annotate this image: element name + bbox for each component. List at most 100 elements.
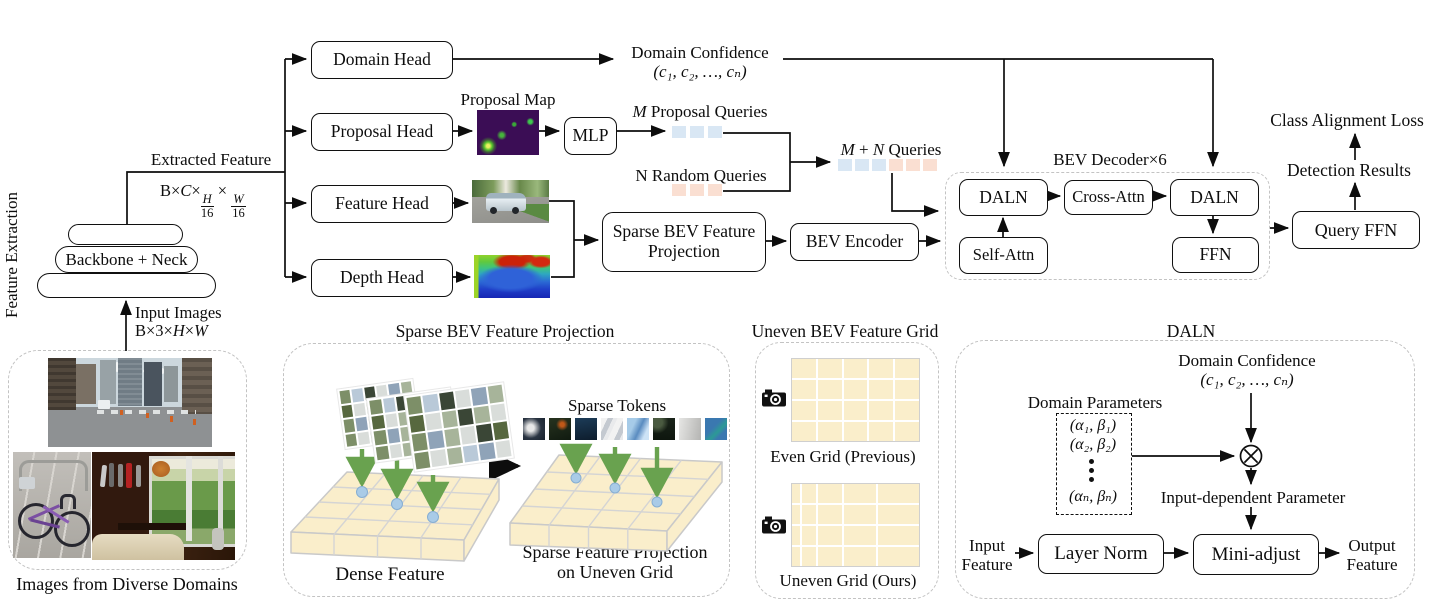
camera-icon xyxy=(762,516,786,534)
mn-queries-label: M + N Queries xyxy=(840,140,942,159)
sparse-token xyxy=(705,418,727,440)
domain-param-entry: (α₂, β₂) xyxy=(1069,436,1117,453)
input-dependent-parameter-label: Input-dependent Parameter xyxy=(1160,488,1346,507)
domain-param-entry: (α₁, β₁) xyxy=(1069,417,1117,434)
traffic-cone xyxy=(170,416,173,422)
sparse-token xyxy=(523,418,545,440)
sparse-token xyxy=(627,418,649,440)
domain-head-box: Domain Head xyxy=(311,41,453,79)
daln-panel xyxy=(955,340,1415,599)
self-attn-box: Self-Attn xyxy=(959,237,1048,274)
table-shape xyxy=(117,523,187,531)
building-shape xyxy=(182,358,212,414)
daln-domain-confidence-label: Domain Confidence(c₁, c₂, …, cₙ) xyxy=(1178,351,1316,390)
n-random-queries-label: N Random Queries xyxy=(635,166,767,185)
extracted-feature-label: Extracted Feature xyxy=(150,150,272,169)
bike-wheel xyxy=(17,502,54,539)
input-images-label: Input Images B×3×H×W xyxy=(135,303,222,341)
feature-extraction-label: Feature Extraction xyxy=(2,191,21,319)
proposal-map-label: Proposal Map xyxy=(460,90,556,109)
mlp-box: MLP xyxy=(564,117,617,155)
uneven-grid-label: Uneven Grid (Ours) xyxy=(779,571,917,590)
backbone-top-pill xyxy=(68,224,183,245)
window-mullion xyxy=(186,456,193,541)
autumn-tree xyxy=(152,460,171,477)
proposal-map-image xyxy=(477,110,539,155)
lamp-shape xyxy=(212,527,225,550)
closet-clothes xyxy=(126,462,133,488)
even-bev-grid xyxy=(791,358,920,442)
sparse-tokens-label: Sparse Tokens xyxy=(567,396,667,415)
feature-head-image xyxy=(472,180,549,223)
domain-confidence-label: Domain Confidence (c₁, c₂, …, cₙ) xyxy=(631,43,769,82)
building-shape xyxy=(164,366,178,402)
bike-handlebar xyxy=(59,494,76,510)
bev-decoder-title: BEV Decoder×6 xyxy=(1049,150,1171,170)
traffic-cone xyxy=(120,410,123,415)
even-grid-label: Even Grid (Previous) xyxy=(770,447,916,466)
building-shape xyxy=(118,358,142,406)
street-scene-photo xyxy=(48,358,212,447)
closet-clothes xyxy=(109,462,115,487)
sparse-panel-title: Sparse BEV Feature Projection xyxy=(395,321,615,341)
backbone-label: Backbone + Neck xyxy=(65,249,188,269)
mini-adjust-box: Mini-adjust xyxy=(1193,534,1319,575)
daln-box-2: DALN xyxy=(1170,179,1259,216)
grid-panel-title: Uneven BEV Feature Grid xyxy=(751,321,939,341)
backbone-neck-box: Backbone + Neck xyxy=(55,246,198,273)
domain-parameters-label: Domain Parameters xyxy=(1027,393,1163,412)
proposal-query-tokens xyxy=(672,126,722,138)
feature-head-box: Feature Head xyxy=(311,185,453,223)
sparse-token xyxy=(549,418,571,440)
car-wheel xyxy=(512,207,520,215)
building-shape xyxy=(48,358,76,410)
sparse-projection-panel xyxy=(283,343,730,597)
ffn-box: FFN xyxy=(1172,237,1259,273)
mn-query-tokens xyxy=(838,159,937,171)
camera-icon xyxy=(762,389,786,407)
class-alignment-loss-label: Class Alignment Loss xyxy=(1270,110,1424,130)
layer-norm-box: Layer Norm xyxy=(1038,534,1164,574)
dense-feature-label: Dense Feature xyxy=(335,564,445,585)
proposal-head-box: Proposal Head xyxy=(311,113,453,151)
domain-param-entry: (αₙ, βₙ) xyxy=(1069,488,1117,505)
bike-rack xyxy=(19,460,88,492)
car-wheel xyxy=(490,206,498,214)
query-ffn-box: Query FFN xyxy=(1292,211,1420,249)
bed-shape xyxy=(92,534,184,560)
random-query-tokens xyxy=(672,184,722,196)
building-shape xyxy=(144,362,162,406)
building-shape xyxy=(76,364,96,404)
m-proposal-queries-label: M Proposal Queries xyxy=(632,102,768,121)
sparse-token xyxy=(601,418,623,440)
sparse-token xyxy=(653,418,675,440)
closet-clothes xyxy=(99,464,107,488)
bev-decoder-box xyxy=(945,172,1270,280)
ellipsis-dots xyxy=(1089,459,1094,482)
feature-patch-plane xyxy=(404,382,514,472)
domain-parameters-box xyxy=(1056,413,1132,515)
car-shape xyxy=(485,192,526,211)
depth-head-box: Depth Head xyxy=(311,259,453,297)
sparse-token xyxy=(575,418,597,440)
uneven-bev-grid xyxy=(791,483,920,567)
sparse-token-strip xyxy=(523,418,727,440)
closet-clothes xyxy=(136,464,142,487)
depth-map-image xyxy=(474,255,550,298)
cross-attn-box: Cross-Attn xyxy=(1064,180,1153,215)
crosswalk-lines xyxy=(97,409,196,414)
bicycle-photo xyxy=(13,452,91,558)
indoor-room-photo xyxy=(92,452,235,560)
traffic-cone xyxy=(146,413,149,418)
diverse-domains-caption: Images from Diverse Domains xyxy=(16,574,238,594)
traffic-cone xyxy=(193,419,196,425)
window-mullion xyxy=(217,456,223,541)
bike-wheel xyxy=(53,511,90,548)
uneven-grid-panel xyxy=(755,342,939,599)
bike-basket xyxy=(19,477,36,490)
closet-clothes xyxy=(117,463,123,487)
